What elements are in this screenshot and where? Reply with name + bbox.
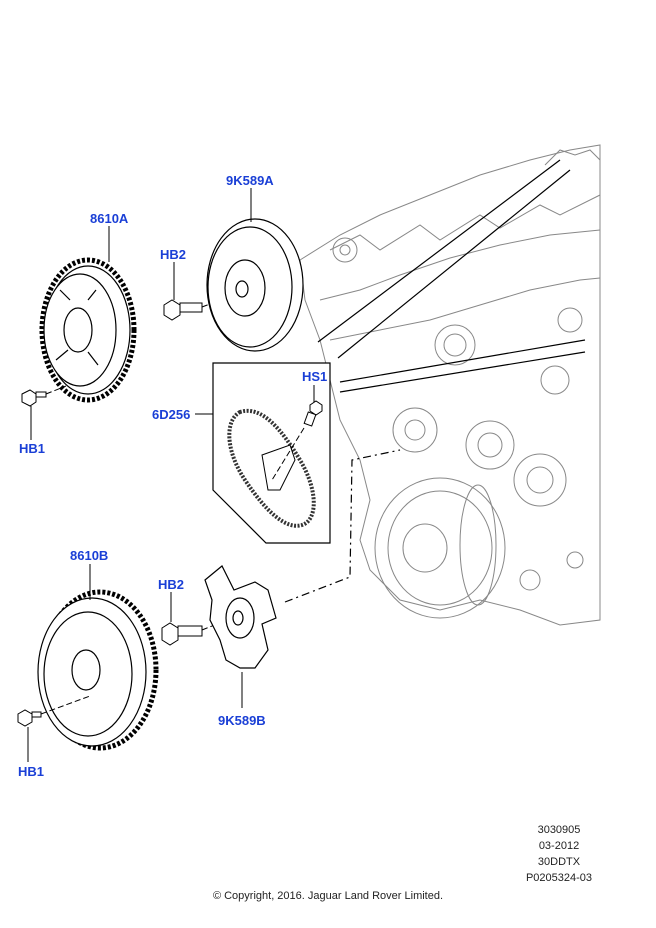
bolt-hb2-bottom	[161, 621, 223, 646]
engine-block-illustration	[299, 144, 601, 626]
callout-6d256[interactable]: 6D256	[152, 407, 191, 422]
info-part-ref: P0205324-03	[525, 872, 593, 884]
callout-9k589a[interactable]: 9K589A	[226, 173, 274, 188]
timing-chain-6d256	[227, 408, 316, 528]
callout-9k589b[interactable]: 9K589B	[218, 713, 266, 728]
hub-9k589b	[204, 565, 277, 669]
callout-hb1-top[interactable]: HB1	[19, 441, 46, 456]
callout-hs1[interactable]: HS1	[302, 369, 328, 384]
pulley-8610b	[37, 589, 159, 751]
callout-hb2-top[interactable]: HB2	[160, 247, 187, 262]
bolt-hb1-bottom	[17, 695, 91, 727]
callout-hb2-bottom[interactable]: HB2	[158, 577, 185, 592]
info-date: 03-2012	[538, 840, 580, 852]
callout-8610b[interactable]: 8610B	[70, 548, 109, 563]
callout-leaders	[27, 188, 315, 762]
bolt-hb1-top	[21, 385, 67, 407]
callout-8610a[interactable]: 8610A	[90, 211, 129, 226]
camshaft-sprocket-8610a	[39, 257, 137, 403]
info-code: 3030905	[537, 824, 581, 836]
damper-9k589a	[206, 218, 304, 352]
info-model: 30DDTX	[537, 856, 581, 868]
chain-tensioner	[261, 444, 296, 491]
callout-hb1-bottom[interactable]: HB1	[18, 764, 45, 779]
reference-lines	[284, 159, 586, 603]
copyright-notice: © Copyright, 2016. Jaguar Land Rover Lim…	[212, 890, 444, 902]
bolt-hs1	[271, 400, 323, 481]
